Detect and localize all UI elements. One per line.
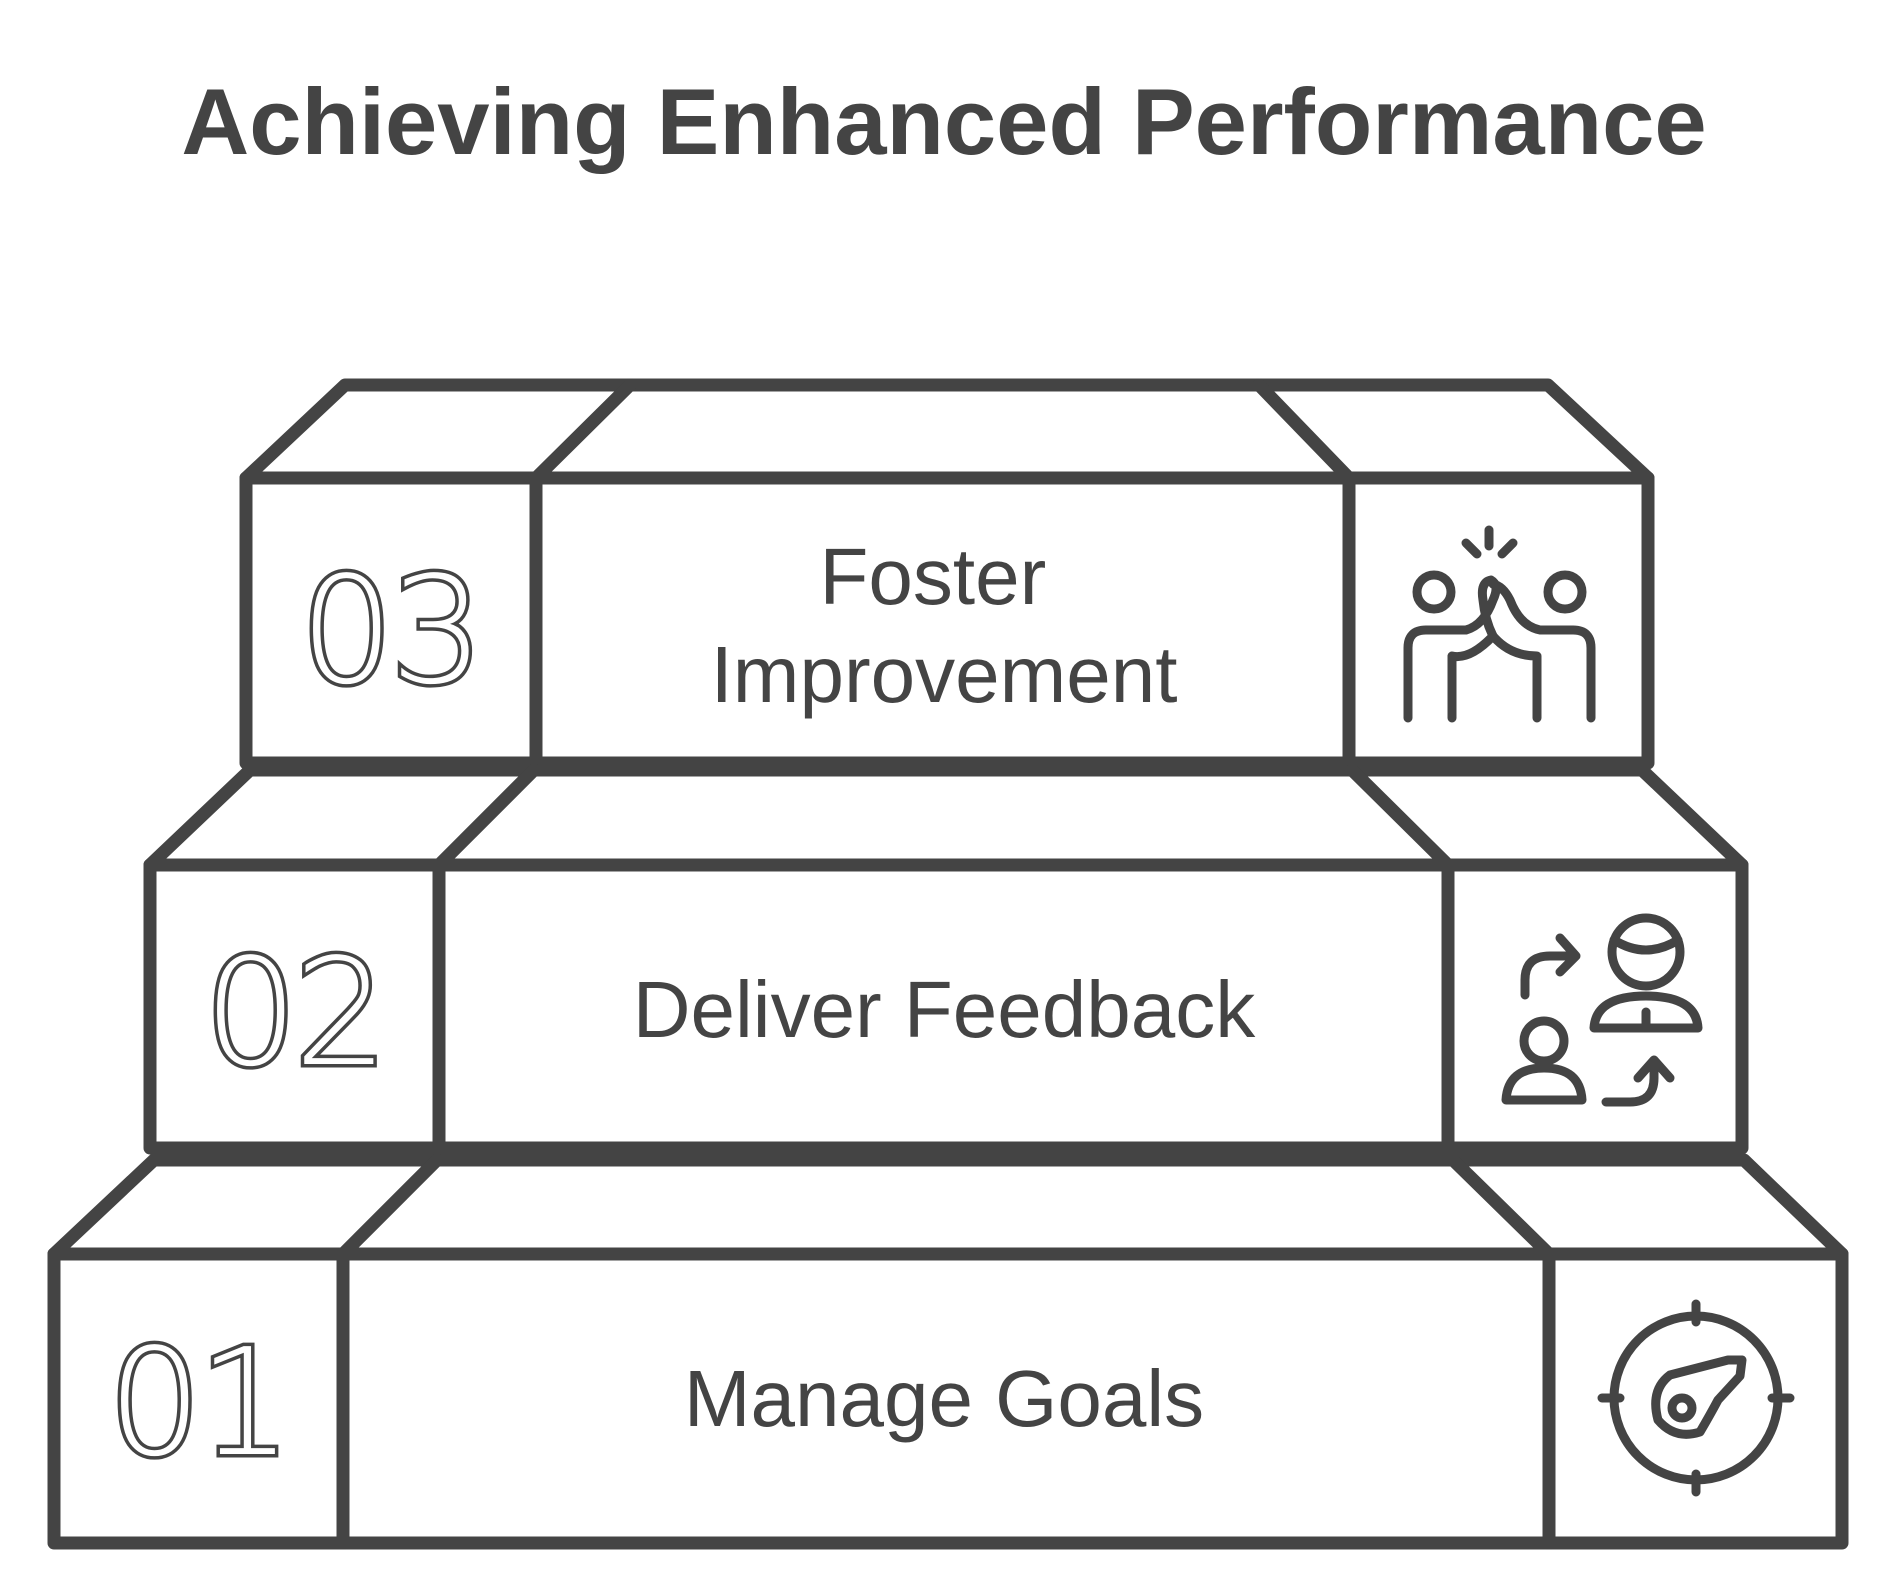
step-1: 01 Manage Goals	[47, 1153, 1849, 1550]
step-1-top-face	[47, 1153, 1849, 1261]
step-3-top-divider-left	[529, 378, 637, 485]
step-3-front-face	[239, 471, 1655, 770]
step-3-label-line-2: Improvement	[711, 630, 1178, 719]
step-1-top-divider-left	[336, 1153, 444, 1261]
step-2-top-divider-left	[432, 763, 541, 872]
step-3-number: 03	[300, 545, 480, 717]
step-3: 03 Foster Improvement	[239, 378, 1655, 770]
feedback-exchange-icon	[1501, 913, 1703, 1107]
step-2-top-divider-right	[1345, 763, 1455, 872]
step-2: 02 Deliver Feedback	[143, 763, 1749, 1155]
page-title: Achieving Enhanced Performance	[181, 69, 1706, 174]
step-3-top-face	[239, 378, 1655, 485]
step-2-front-face	[143, 858, 1749, 1155]
step-3-label-line-1: Foster	[820, 532, 1047, 621]
target-icon	[1597, 1299, 1795, 1497]
step-1-label: Manage Goals	[684, 1354, 1204, 1443]
step-2-top-face	[143, 763, 1749, 872]
step-1-number: 01	[108, 1317, 288, 1489]
step-3-label: Foster Improvement	[711, 532, 1178, 719]
step-3-top-divider-right	[1252, 378, 1356, 485]
step-1-front-face	[47, 1247, 1849, 1550]
high-five-icon	[1403, 525, 1596, 723]
step-1-top-divider-right	[1446, 1153, 1556, 1261]
step-2-label: Deliver Feedback	[633, 965, 1257, 1054]
step-2-number: 02	[204, 927, 384, 1099]
